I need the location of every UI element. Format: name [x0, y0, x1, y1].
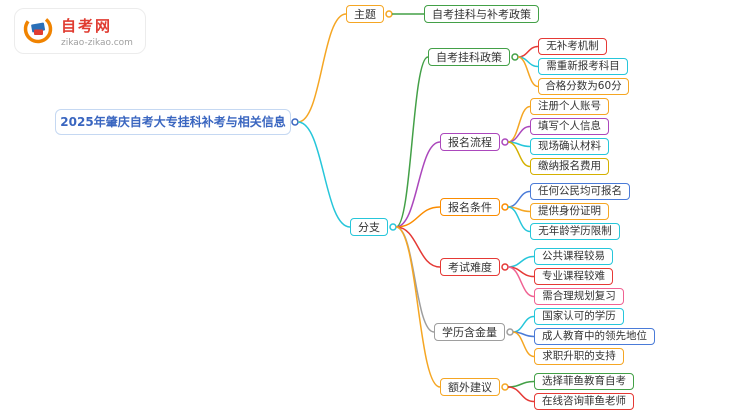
mindmap-node-leaf-2-4[interactable]: 缴纳报名费用	[530, 158, 609, 175]
junction-dot	[501, 383, 509, 391]
mindmap-node-branch-4[interactable]: 考试难度	[440, 258, 500, 276]
mindmap-node-branch-2[interactable]: 报名流程	[440, 133, 500, 151]
junction-dot	[291, 118, 299, 126]
logo[interactable]: 自考网 zikao-zikao.com	[14, 8, 146, 54]
mindmap-node-leaf-5-3[interactable]: 求职升职的支持	[534, 348, 624, 365]
mindmap-node-leaf-6-1[interactable]: 选择菲鱼教育自考	[534, 373, 634, 390]
mindmap-node-leaf-4-2[interactable]: 专业课程较难	[534, 268, 613, 285]
edge	[297, 121, 351, 228]
mindmap-node-leaf-3-1[interactable]: 任何公民均可报名	[530, 183, 630, 200]
mindmap-node-branch-1[interactable]: 自考挂科政策	[428, 48, 510, 66]
mindmap-node-leaf-5-2[interactable]: 成人教育中的领先地位	[534, 328, 655, 345]
mindmap-node-leaf-4-3[interactable]: 需合理规划复习	[534, 288, 624, 305]
mindmap-node-theme[interactable]: 主题	[346, 5, 384, 23]
mindmap-node-leaf-3-3[interactable]: 无年龄学历限制	[530, 223, 620, 240]
mindmap-node-theme-value[interactable]: 自考挂科与补考政策	[424, 5, 539, 23]
mindmap-node-leaf-3-2[interactable]: 提供身份证明	[530, 203, 609, 220]
edge	[512, 315, 535, 333]
edge	[395, 226, 441, 388]
mindmap-node-leaf-1-3[interactable]: 合格分数为60分	[538, 78, 629, 95]
junction-dot	[385, 10, 393, 18]
edge	[507, 125, 531, 143]
edge	[507, 255, 535, 268]
edge	[395, 56, 429, 228]
logo-text: 自考网 zikao-zikao.com	[61, 15, 133, 48]
mindmap-node-leaf-1-2[interactable]: 需重新报考科目	[538, 58, 628, 75]
mindmap-node-leaf-6-2[interactable]: 在线咨询菲鱼老师	[534, 393, 634, 410]
edge	[507, 266, 535, 298]
junction-dot	[501, 263, 509, 271]
logo-title: 自考网	[61, 16, 113, 35]
edge	[395, 141, 441, 228]
mindmap-node-leaf-4-1[interactable]: 公共课程较易	[534, 248, 613, 265]
edge	[517, 56, 539, 88]
edge	[507, 105, 531, 143]
edge	[507, 206, 531, 233]
mindmap-node-branch-5[interactable]: 学历含金量	[434, 323, 505, 341]
mindmap-node-leaf-1-1[interactable]: 无补考机制	[538, 38, 607, 55]
junction-dot	[501, 138, 509, 146]
mindmap-node-branch-6[interactable]: 额外建议	[440, 378, 500, 396]
mindmap-node-leaf-2-1[interactable]: 注册个人账号	[530, 98, 609, 115]
edge	[395, 206, 441, 228]
junction-dot	[501, 203, 509, 211]
edge	[507, 190, 531, 208]
mindmap-node-branch[interactable]: 分支	[350, 218, 388, 236]
edge	[395, 226, 441, 268]
junction-dot	[389, 223, 397, 231]
logo-domain: zikao-zikao.com	[61, 37, 133, 48]
mindmap-node-root[interactable]: 2025年肇庆自考大专挂科补考与相关信息	[55, 109, 291, 135]
edge	[517, 45, 539, 58]
edge	[512, 331, 535, 358]
edge	[297, 13, 347, 123]
mindmap-node-leaf-2-3[interactable]: 现场确认材料	[530, 138, 609, 155]
edge	[507, 141, 531, 168]
logo-icon	[23, 14, 53, 48]
edge	[507, 386, 535, 403]
mindmap-node-leaf-5-1[interactable]: 国家认可的学历	[534, 308, 624, 325]
junction-dot	[506, 328, 514, 336]
junction-dot	[511, 53, 519, 61]
edge	[507, 380, 535, 388]
mindmap-node-branch-3[interactable]: 报名条件	[440, 198, 500, 216]
mindmap-node-leaf-2-2[interactable]: 填写个人信息	[530, 118, 609, 135]
